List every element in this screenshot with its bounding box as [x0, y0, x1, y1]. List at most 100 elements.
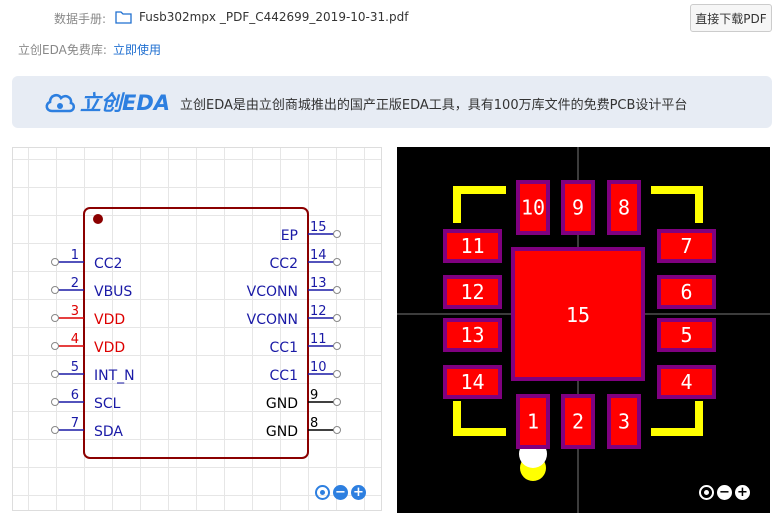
datasheet-label: 数据手册:: [54, 12, 107, 26]
banner-description: 立创EDA是由立创商城推出的国产正版EDA工具，具有100万库文件的免费PCB设…: [180, 98, 688, 113]
pin-end: [333, 398, 341, 406]
pin-number: 4: [71, 332, 79, 347]
pin-name: CC1: [270, 340, 298, 356]
pad: [520, 184, 546, 231]
pad: [447, 279, 498, 305]
pin-number: 14: [310, 248, 327, 263]
pin-end: [51, 426, 59, 434]
pad-label: 5: [680, 323, 692, 347]
pin-end: [333, 426, 341, 434]
download-pdf-button[interactable]: 直接下载PDF: [690, 4, 772, 32]
pad-label: 14: [460, 370, 484, 394]
pin-name: CC2: [270, 256, 298, 272]
library-label: 立创EDA免费库:: [18, 43, 107, 57]
plus-icon: +: [353, 485, 364, 500]
pcb-controls: − +: [699, 485, 750, 500]
eda-logo: 立创EDA: [44, 88, 170, 116]
minus-icon: −: [719, 485, 730, 500]
pin-number: 7: [71, 416, 79, 431]
pin-name: CC1: [270, 368, 298, 384]
pad: [565, 398, 591, 445]
pad-label: 11: [460, 234, 484, 258]
pad-label: 6: [680, 280, 692, 304]
pin-number: 10: [310, 360, 327, 375]
eda-logo-text: 立创EDA: [80, 91, 171, 115]
pin-name: GND: [266, 396, 298, 412]
eda-banner[interactable]: 立创EDA 立创EDA是由立创商城推出的国产正版EDA工具，具有100万库文件的…: [12, 76, 772, 128]
pad: [447, 233, 498, 259]
pin-number: 11: [310, 332, 327, 347]
pad-label: 7: [680, 234, 692, 258]
pin-number: 3: [71, 304, 79, 319]
pin-number: 12: [310, 304, 327, 319]
pin-number: 6: [71, 388, 79, 403]
ic-body: [83, 207, 309, 459]
pad: [447, 322, 498, 348]
pad-label: 12: [460, 280, 484, 304]
use-now-link[interactable]: 立即使用: [113, 43, 162, 57]
pin-end: [333, 370, 341, 378]
silkscreen-corner: [651, 186, 703, 223]
target-icon[interactable]: [699, 485, 714, 500]
pin-end: [333, 342, 341, 350]
silkscreen-corner: [453, 401, 506, 436]
cloud-icon: [45, 93, 76, 113]
pin1-marker: [93, 214, 103, 224]
pin-end: [333, 258, 341, 266]
pin-end: [333, 230, 341, 238]
pin-end: [51, 370, 59, 378]
pin-end: [51, 398, 59, 406]
pad: [661, 279, 712, 305]
pad: [520, 398, 546, 445]
pin-name: CC2: [94, 256, 122, 272]
pin-number: 15: [310, 220, 327, 235]
pin-name: EP: [281, 228, 298, 244]
pad: [447, 369, 498, 395]
silkscreen-corner: [453, 186, 506, 223]
pin-name: VDD: [94, 340, 125, 356]
pin-end: [51, 314, 59, 322]
pin-name: VBUS: [94, 284, 132, 300]
pad: [661, 233, 712, 259]
pin-name: GND: [266, 424, 298, 440]
pin-number: 5: [71, 360, 79, 375]
pad: [611, 398, 637, 445]
pin-end: [51, 258, 59, 266]
target-icon[interactable]: [315, 485, 330, 500]
pad: [565, 184, 591, 231]
zoom-in-button[interactable]: +: [735, 485, 750, 500]
folder-icon: [115, 9, 133, 24]
minus-icon: −: [335, 485, 346, 500]
pin-number: 8: [310, 416, 318, 431]
pin-name: INT_N: [94, 368, 135, 384]
pad: [661, 322, 712, 348]
pin-end: [51, 286, 59, 294]
pad-label: 2: [572, 410, 584, 434]
exposed-pad: [515, 251, 641, 377]
datasheet-file-link[interactable]: Fusb302mpx _PDF_C442699_2019-10-31.pdf: [139, 10, 409, 24]
pin-number: 2: [71, 276, 79, 291]
silkscreen-corner: [651, 401, 703, 436]
pad-label: 13: [460, 323, 484, 347]
pad-label: 9: [572, 196, 584, 220]
pin-end: [333, 314, 341, 322]
pin-number: 9: [310, 388, 318, 403]
zoom-in-button[interactable]: +: [351, 485, 366, 500]
zoom-out-button[interactable]: −: [333, 485, 348, 500]
pad-label: 10: [521, 196, 545, 220]
pin-end: [51, 342, 59, 350]
pin-name: VCONN: [247, 284, 298, 300]
pad: [661, 369, 712, 395]
pad-label: 4: [680, 370, 692, 394]
zoom-out-button[interactable]: −: [717, 485, 732, 500]
schematic-symbol: 1CC22VBUS3VDD4VDD5INT_N6SCL7SDA15EP14CC2…: [51, 207, 341, 459]
pin-end: [333, 286, 341, 294]
pad: [611, 184, 637, 231]
pad-label: 1: [527, 410, 539, 434]
pin-name: SCL: [94, 396, 121, 412]
pin-name: VCONN: [247, 312, 298, 328]
pad-label: 8: [618, 196, 630, 220]
